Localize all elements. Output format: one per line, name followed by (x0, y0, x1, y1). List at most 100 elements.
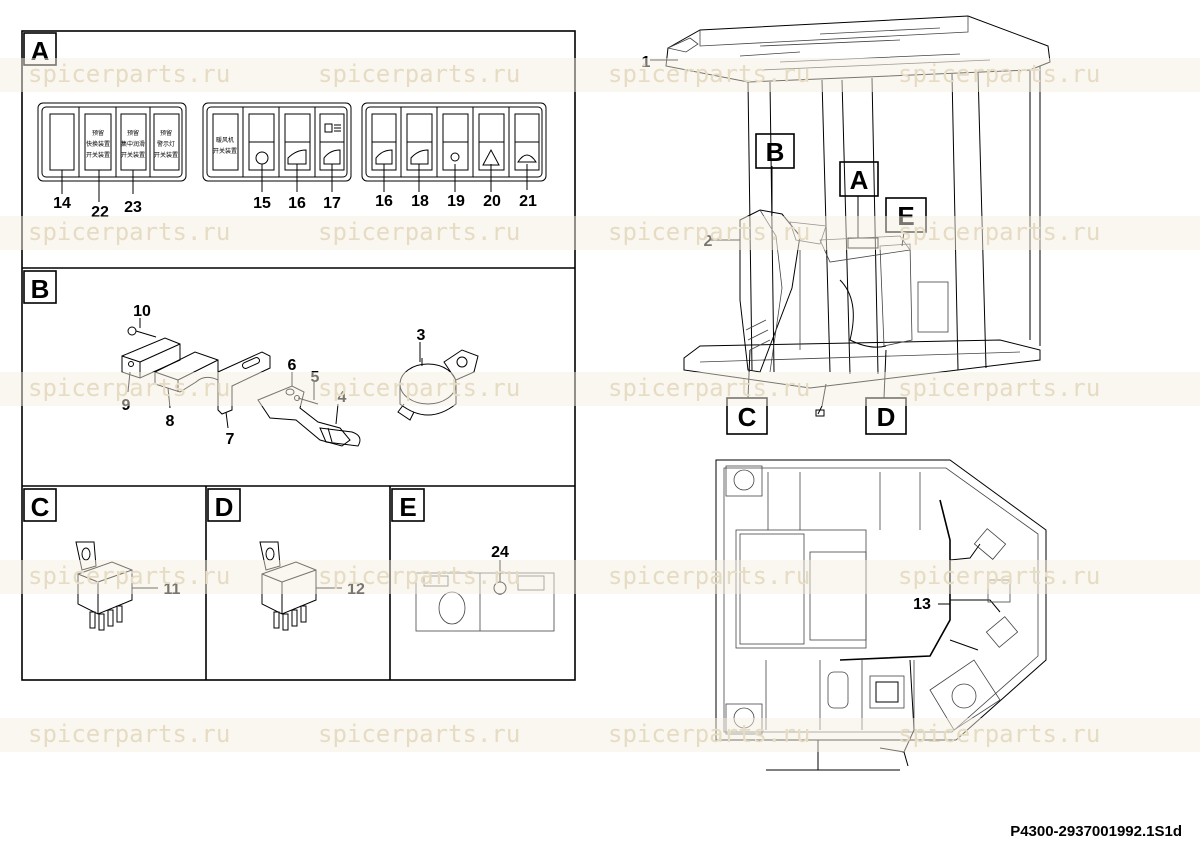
windshield-icon (517, 154, 537, 163)
lamp-icon (323, 149, 341, 165)
switch-text: 开关装置 (213, 147, 237, 155)
svg-text:spicerparts.ru: spicerparts.ru (318, 562, 520, 590)
svg-text:spicerparts.ru: spicerparts.ru (608, 60, 810, 88)
sun-icon (450, 152, 460, 162)
part-label: 3 (417, 327, 426, 344)
washer-6 (285, 388, 295, 396)
switch-text: 警示灯 (157, 140, 175, 148)
part-label: 5 (311, 369, 320, 386)
screw-5 (294, 395, 319, 405)
svg-text:C: C (31, 492, 50, 522)
svg-text:A: A (850, 165, 869, 195)
part-label: 16 (288, 195, 306, 212)
part-label: 23 (124, 199, 142, 216)
part-label: 9 (122, 397, 131, 414)
svg-text:spicerparts.ru: spicerparts.ru (898, 218, 1100, 246)
cab-leaders (650, 59, 905, 399)
part-label: 21 (519, 193, 537, 210)
svg-text:spicerparts.ru: spicerparts.ru (898, 562, 1100, 590)
switch-text: 预留 (92, 129, 104, 137)
svg-text:spicerparts.ru: spicerparts.ru (318, 374, 520, 402)
switch-text: 预留 (127, 129, 139, 137)
lever-switch-4 (257, 385, 361, 447)
svg-text:spicerparts.ru: spicerparts.ru (28, 720, 230, 748)
switch-bank-2 (202, 102, 352, 182)
watermark-band (0, 58, 1200, 752)
svg-text:spicerparts.ru: spicerparts.ru (318, 720, 520, 748)
svg-text:C: C (738, 402, 757, 432)
part-label: 19 (447, 193, 465, 210)
left-frame (21, 30, 576, 681)
svg-text:B: B (766, 137, 785, 167)
svg-text:spicerparts.ru: spicerparts.ru (608, 218, 810, 246)
callout-e: E (885, 197, 927, 233)
part-label: 16 (375, 193, 393, 210)
svg-text:spicerparts.ru: spicerparts.ru (28, 562, 230, 590)
part-label: 10 (133, 303, 151, 320)
switch-bank-1 (37, 102, 187, 182)
bolt-10 (127, 318, 157, 338)
svg-text:spicerparts.ru: spicerparts.ru (608, 562, 810, 590)
section-label-e: E (391, 488, 425, 522)
section-label-d: D (207, 488, 241, 522)
part-label: 4 (338, 389, 347, 406)
switch-text: 集中润滑 (121, 140, 145, 148)
part-label: 8 (166, 413, 175, 430)
part-label: 1 (642, 54, 651, 71)
svg-text:spicerparts.ru: spicerparts.ru (28, 374, 230, 402)
worklight-icon (375, 149, 393, 165)
part-label: 20 (483, 193, 501, 210)
svg-text:D: D (877, 402, 896, 432)
svg-text:A: A (31, 36, 50, 66)
switch-bank-3 (361, 102, 547, 182)
svg-text:spicerparts.ru: spicerparts.ru (28, 60, 230, 88)
part-label: 17 (323, 195, 341, 212)
relay-11 (75, 541, 158, 631)
cab-plan-view (715, 459, 1047, 771)
part-label: 2 (704, 233, 713, 250)
part-label: 15 (253, 195, 271, 212)
switch-text: 预留 (160, 129, 172, 137)
drawing-code: P4300-2937001992.1S1d (1010, 823, 1182, 840)
switch-text: 暖风机 (216, 136, 234, 144)
svg-text:spicerparts.ru: spicerparts.ru (608, 720, 810, 748)
svg-text:spicerparts.ru: spicerparts.ru (608, 374, 810, 402)
panel-b-leaders (127, 318, 421, 429)
ignition-switch-3 (397, 349, 479, 421)
part-label: 11 (164, 581, 181, 598)
svg-text:D: D (215, 492, 234, 522)
part-label: 22 (91, 204, 109, 221)
callout-b: B (755, 133, 795, 169)
switch-text: 开关装置 (86, 151, 110, 159)
callout-a: A (839, 161, 879, 197)
svg-text:spicerparts.ru: spicerparts.ru (898, 720, 1100, 748)
part-label: 6 (288, 357, 297, 374)
bracket-7 (217, 351, 271, 415)
cab-isometric-view (665, 15, 1051, 417)
svg-text:spicerparts.ru: spicerparts.ru (318, 218, 520, 246)
watermark-text: spicerparts.ru spicerparts.ru spicerpart… (28, 60, 1100, 748)
panel-a-labels (61, 164, 528, 202)
section-label-a: A (23, 32, 57, 66)
svg-text:B: B (31, 274, 50, 304)
part-label: 7 (226, 431, 235, 448)
callout-c: C (726, 397, 768, 435)
svg-text:spicerparts.ru: spicerparts.ru (318, 60, 520, 88)
part-label: 24 (491, 544, 509, 561)
worklight-icon (410, 149, 429, 165)
switch-text: 开关装置 (154, 151, 178, 159)
cover-plate-24 (415, 560, 555, 632)
part-label: 14 (53, 195, 71, 212)
switch-text: 快换装置 (86, 140, 110, 148)
svg-text:E: E (897, 201, 914, 231)
part-label: 18 (411, 193, 429, 210)
switch-text: 开关装置 (121, 151, 145, 159)
svg-text:spicerparts.ru: spicerparts.ru (898, 374, 1100, 402)
headlight-icon (324, 123, 333, 133)
wiper-icon (255, 151, 269, 165)
part-label: 12 (347, 581, 365, 598)
section-label-b: B (23, 270, 57, 304)
svg-text:E: E (399, 492, 416, 522)
callout-d: D (865, 397, 907, 435)
